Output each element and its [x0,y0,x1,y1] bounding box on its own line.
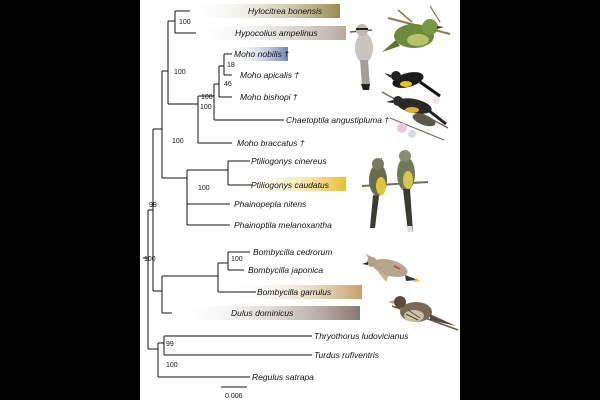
support-value: 100 [174,69,186,76]
highlight-moho-nobilis [226,47,288,61]
support-value: 18 [227,62,235,69]
support-value: 46 [224,81,232,88]
leaf-label: Dulus dominicus [231,308,294,318]
leaf-label: Ptiliogonys cinereus [251,156,327,166]
support-value: 100 [172,138,184,145]
leaf-label: Moho nobilis † [234,49,289,59]
palmchat-bird-illustration [388,296,459,331]
leaf-label: Hypocolius ampelinus [235,28,318,38]
leaf-label: Thryothorus ludovicianus [314,331,409,341]
leaf-label: Moho bishopi † [240,92,298,102]
leaf-label: Chaetoptila angustipluma † [286,115,389,125]
leaf-label: Phainoptila melanoxantha [234,220,332,230]
support-value: 100 [201,94,213,101]
support-value: 100 [144,256,156,263]
hylocitrea-bird-illustration [382,5,451,52]
scale-bar-label: 0.006 [225,393,243,400]
highlight-bombycilla-garrulus [226,285,362,299]
highlight-ptiliogonys-caudatus [234,177,346,191]
leaf-label: Regulus satrapa [252,372,314,382]
leaf-labels: Hylocitrea bonensis Hypocolius ampelinus… [231,6,409,382]
moho-birds-illustration [381,71,449,141]
waxwing-bird-illustration [362,254,420,282]
ptiliogonys-birds-illustration [361,150,429,232]
leaf-label: Moho braccatus † [237,138,305,148]
support-value: 100 [198,185,210,192]
support-value: 100 [166,362,178,369]
leaf-label: Phainopepla nitens [234,199,307,209]
leaf-label: Bombycilla japonica [248,265,323,275]
leaf-label: Turdus rufiventris [314,350,380,360]
leaf-label: Moho apicalis † [240,70,299,80]
support-value: 99 [149,202,157,209]
support-value: 100 [231,256,243,263]
highlight-hylocitrea [186,4,340,18]
leaf-label: Bombycilla cedrorum [253,247,332,257]
leaf-label: Hylocitrea bonensis [248,6,323,16]
hypocolius-bird-illustration [349,24,373,90]
leaf-label: Bombycilla garrulus [257,287,332,297]
tree-branches [143,10,312,378]
leaf-label: Ptiliogonys caudatus [251,180,330,190]
highlight-dulus [172,306,360,320]
support-values: 100 18 46 100 100 100 100 100 99 100 100… [144,19,243,369]
highlight-hypocolius [186,26,346,40]
support-value: 100 [179,19,191,26]
support-value: 99 [166,341,174,348]
support-value: 100 [200,104,212,111]
